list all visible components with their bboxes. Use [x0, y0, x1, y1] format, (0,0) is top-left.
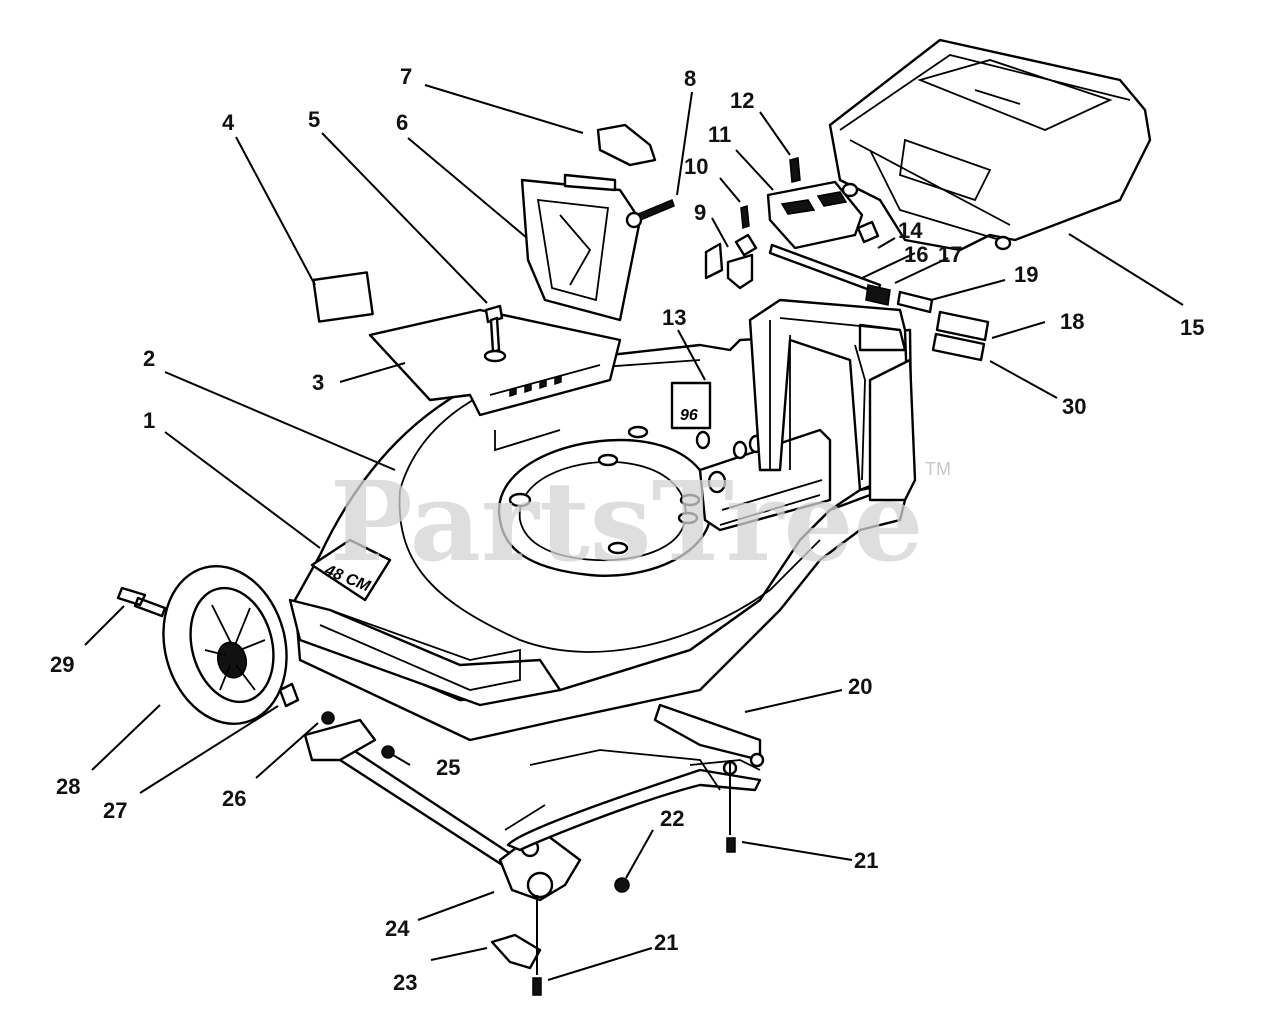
callout-23: 23	[393, 970, 417, 995]
nut-part-25	[381, 745, 395, 759]
callout-27: 27	[103, 798, 127, 823]
callout-4: 4	[222, 110, 235, 135]
callout-21a: 21	[854, 848, 878, 873]
labels-part-18-30	[931, 310, 990, 362]
callout-9: 9	[694, 200, 706, 225]
callout-18: 18	[1060, 309, 1084, 334]
callout-6: 6	[396, 110, 408, 135]
callout-24: 24	[385, 916, 410, 941]
sticker-part-13: 96	[670, 381, 712, 430]
callout-12: 12	[730, 88, 754, 113]
callout-20: 20	[848, 674, 872, 699]
wheel-hardware	[116, 586, 736, 996]
washer-part-26	[321, 711, 335, 725]
watermark: PartsTree TM	[330, 457, 951, 586]
discharge-chute-part-6	[520, 173, 642, 322]
bolt-part-29	[116, 586, 167, 618]
callout-2: 2	[143, 346, 155, 371]
callout-13: 13	[662, 305, 686, 330]
wheel-part-28	[162, 564, 288, 726]
callout-5: 5	[308, 107, 320, 132]
callout-16: 16	[904, 242, 928, 267]
callouts: 1 2 3 4 5 6 7 8 9 10 11 12 13 14 15 16 1…	[50, 64, 1204, 995]
callout-14: 14	[898, 218, 923, 243]
callout-29: 29	[50, 652, 74, 677]
callout-3: 3	[312, 370, 324, 395]
callout-25: 25	[436, 755, 460, 780]
hinge-rod	[768, 220, 934, 314]
callout-26: 26	[222, 786, 246, 811]
callout-30: 30	[1062, 394, 1086, 419]
callout-19: 19	[1014, 262, 1038, 287]
bolt-part-21a	[726, 837, 736, 853]
bushing-part-27	[278, 682, 300, 708]
bolt-part-21b	[532, 977, 542, 996]
hinge-parts	[704, 157, 864, 290]
latch-part-7	[596, 123, 657, 167]
baffle-part-3	[368, 308, 622, 452]
callout-7: 7	[400, 64, 412, 89]
pin-part-8	[625, 198, 675, 229]
label-part-4	[312, 271, 374, 323]
callout-8: 8	[684, 66, 696, 91]
callout-22: 22	[660, 806, 684, 831]
callout-11: 11	[708, 122, 731, 147]
bracket-part-23	[490, 933, 542, 970]
nut-part-22	[614, 877, 630, 893]
rear-axle-assembly	[303, 703, 765, 902]
callout-17: 17	[938, 242, 962, 267]
watermark-trademark: TM	[925, 459, 951, 479]
callout-15: 15	[1180, 315, 1204, 340]
callout-10: 10	[684, 154, 708, 179]
grass-catcher-part-15	[828, 38, 1152, 252]
sticker-marking-text: 96	[680, 407, 698, 424]
bolt-part-5	[483, 304, 507, 363]
watermark-text: PartsTree	[330, 457, 924, 586]
mower-deck	[288, 298, 917, 742]
callout-21b: 21	[654, 930, 678, 955]
callout-28: 28	[56, 774, 80, 799]
callout-1: 1	[143, 408, 155, 433]
leader-lines	[84, 84, 1184, 981]
